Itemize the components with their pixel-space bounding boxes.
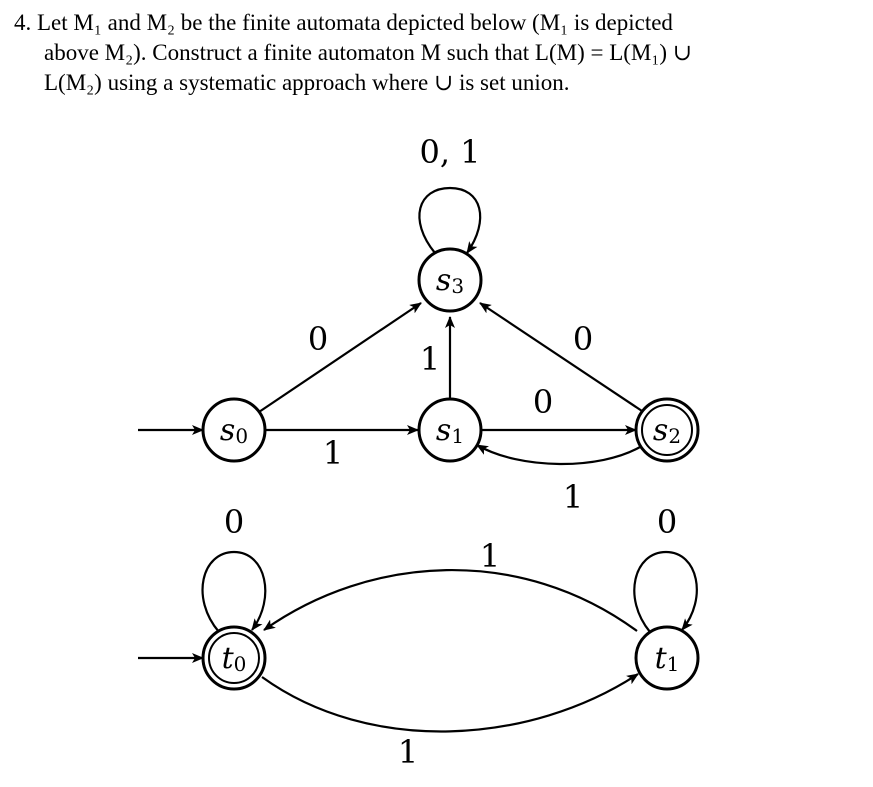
label-s2-s3: 0: [573, 320, 593, 358]
edge-t1-t0: [263, 569, 638, 632]
label-t0-t1: 1: [398, 733, 418, 771]
label-s0-s3: 0: [308, 320, 328, 358]
state-s2[interactable]: s2: [634, 397, 700, 463]
state-s3-sub: 3: [451, 274, 464, 298]
state-s2-sub: 2: [668, 424, 681, 448]
edge-labels: 0, 1 0 1 0 1 0 1 0 0 1 1: [224, 133, 677, 771]
state-t1-sub: 1: [667, 652, 680, 676]
accept-ring-s2: [641, 404, 693, 456]
edge-s0-s3: [255, 302, 422, 415]
edge-t1-loop: [633, 550, 698, 633]
problem-line-1: 4. Let M₁ and M₂ be the finite automata …: [14, 8, 859, 38]
label-s1-s2: 0: [533, 383, 553, 421]
problem-number: 4.: [14, 10, 32, 35]
state-t0-label: t: [222, 641, 235, 676]
state-s1-label: s: [436, 413, 451, 448]
state-t1-label: t: [655, 641, 668, 676]
svg-text:s1: s1: [436, 413, 464, 448]
svg-text:s3: s3: [436, 263, 464, 298]
state-s3[interactable]: s3: [417, 247, 483, 313]
problem-line-2: above M₂). Construct a finite automaton …: [44, 40, 693, 65]
problem-statement: 4. Let M₁ and M₂ be the finite automata …: [14, 8, 859, 98]
state-t0-sub: 0: [234, 652, 247, 676]
state-s3-label: s: [436, 263, 451, 298]
m1-edges: [138, 186, 643, 466]
problem-line-3: L(M₂) using a systematic approach where …: [44, 70, 570, 95]
state-s0[interactable]: s0: [201, 397, 267, 463]
label-t1-t0: 1: [480, 537, 500, 575]
label-s2-s1: 1: [563, 478, 583, 516]
state-s2-label: s: [653, 413, 668, 448]
edge-t0-t1: [261, 673, 639, 733]
state-t1[interactable]: t1: [634, 625, 700, 691]
state-s0-sub: 0: [235, 424, 248, 448]
edge-s2-s3: [479, 302, 643, 412]
label-t0-loop: 0: [224, 503, 244, 541]
label-s1-s3: 1: [420, 340, 440, 378]
svg-text:s2: s2: [653, 413, 681, 448]
edge-s3-loop: [418, 186, 482, 254]
m2-states: t0 t1: [201, 625, 700, 691]
state-s0-label: s: [220, 413, 235, 448]
state-t0[interactable]: t0: [201, 625, 267, 691]
state-s1-sub: 1: [451, 424, 464, 448]
edge-t0-loop: [201, 550, 267, 633]
label-s3-loop: 0, 1: [419, 133, 480, 171]
problem-text-1: Let M₁ and M₂ be the finite automata dep…: [37, 10, 673, 35]
label-t1-loop: 0: [657, 503, 677, 541]
m2-edges: [138, 550, 698, 733]
label-s0-s1: 1: [323, 434, 343, 472]
svg-text:t1: t1: [655, 641, 680, 676]
svg-text:t0: t0: [222, 641, 247, 676]
m1-states: s3 s0 s1 s2: [201, 247, 700, 463]
svg-text:s0: s0: [220, 413, 248, 448]
edge-s2-s1: [476, 444, 641, 466]
state-s1[interactable]: s1: [417, 397, 483, 463]
accept-ring-t0: [208, 632, 260, 684]
